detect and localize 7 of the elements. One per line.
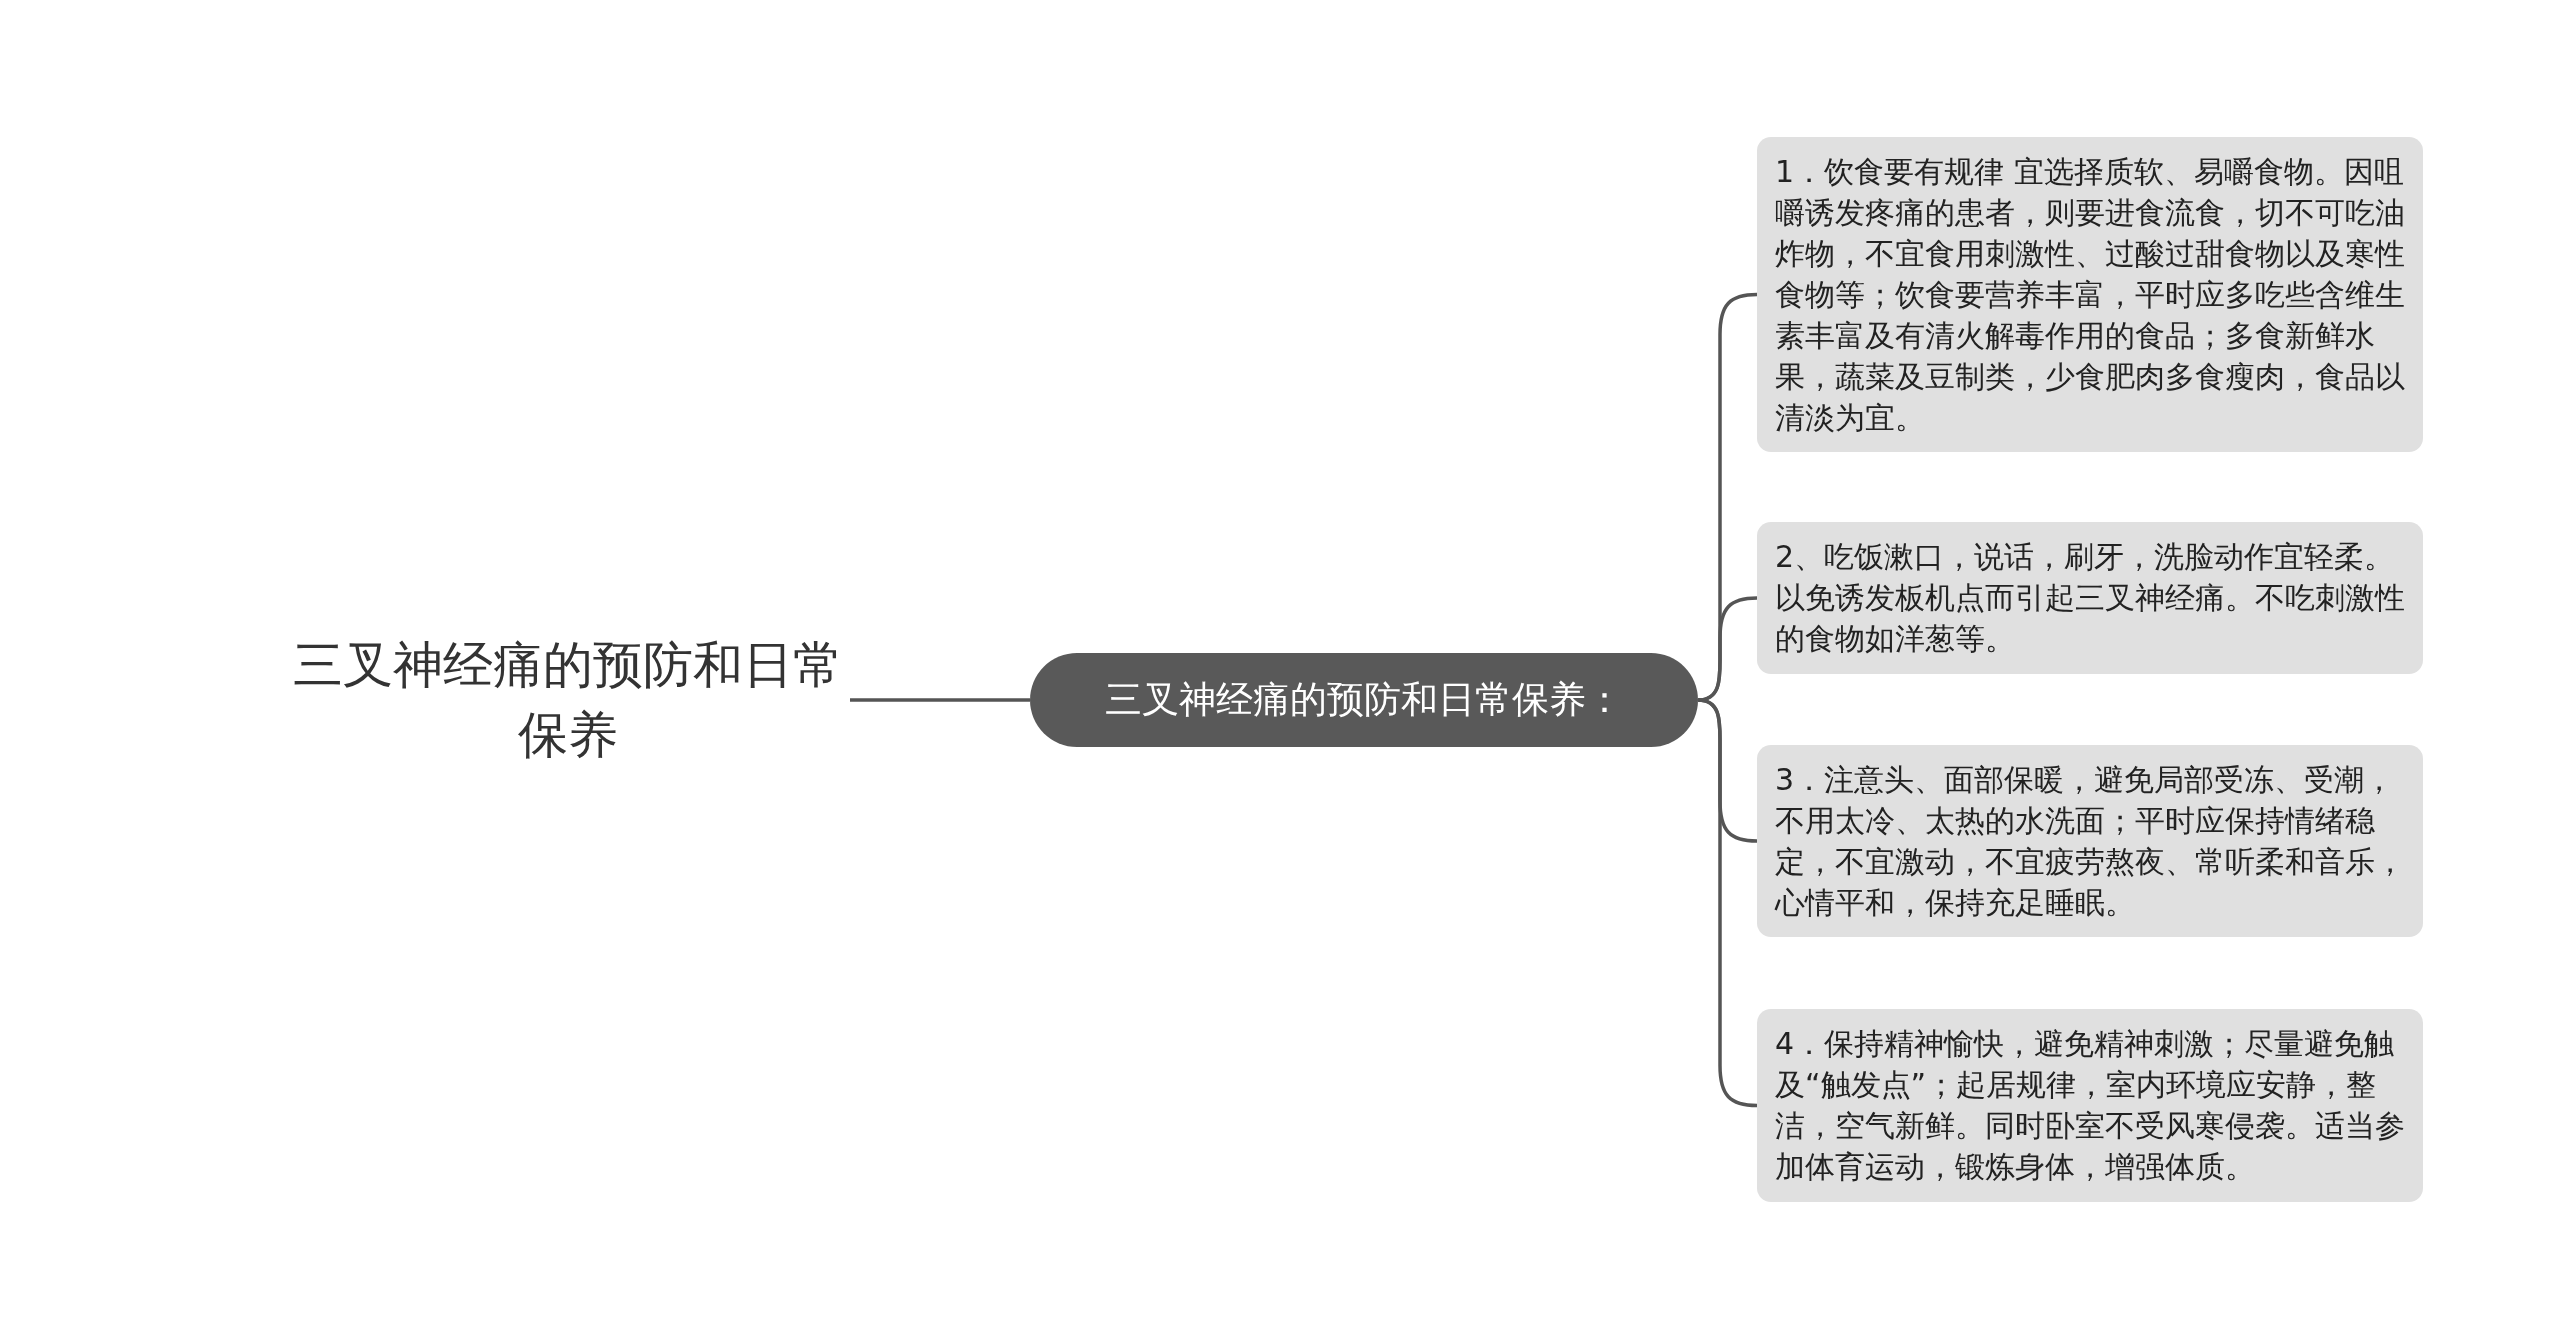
note-box: 1．饮食要有规律 宜选择质软、易嚼食物。因咀嚼诱发疼痛的患者，则要进食流食，切不可吃油炸物，不宜食用刺激性、过酸过甜食物以及寒性食物等；饮食要营养丰富，平时应多吃些含维生素丰富及有清火解毒作用的食品；多食新鲜水果，蔬菜及豆制类，少食肥肉多食瘦肉，食品以清淡为宜。 <box>1757 137 2423 452</box>
note-box: 4．保持精神愉快，避免精神刺激；尽量避免触及“触发点”；起居规律，室内环境应安静，整洁，空气新鲜。同时卧室不受风寒侵袭。适当参加体育运动，锻炼身体，增强体质。 <box>1757 1009 2423 1202</box>
root-topic: 三叉神经痛的预防和日常保养 <box>285 625 850 775</box>
note-box: 3．注意头、面部保暖，避免局部受冻、受潮，不用太冷、太热的水洗面；平时应保持情绪稳定，不宜激动，不宜疲劳熬夜、常听柔和音乐，心情平和，保持充足睡眠。 <box>1757 745 2423 937</box>
topic-pill: 三叉神经痛的预防和日常保养： <box>1030 653 1698 747</box>
note-box: 2、吃饭漱口，说话，刷牙，洗脸动作宜轻柔。以免诱发板机点而引起三叉神经痛。不吃刺激性的食物如洋葱等。 <box>1757 522 2423 674</box>
connector-line <box>850 698 1030 702</box>
